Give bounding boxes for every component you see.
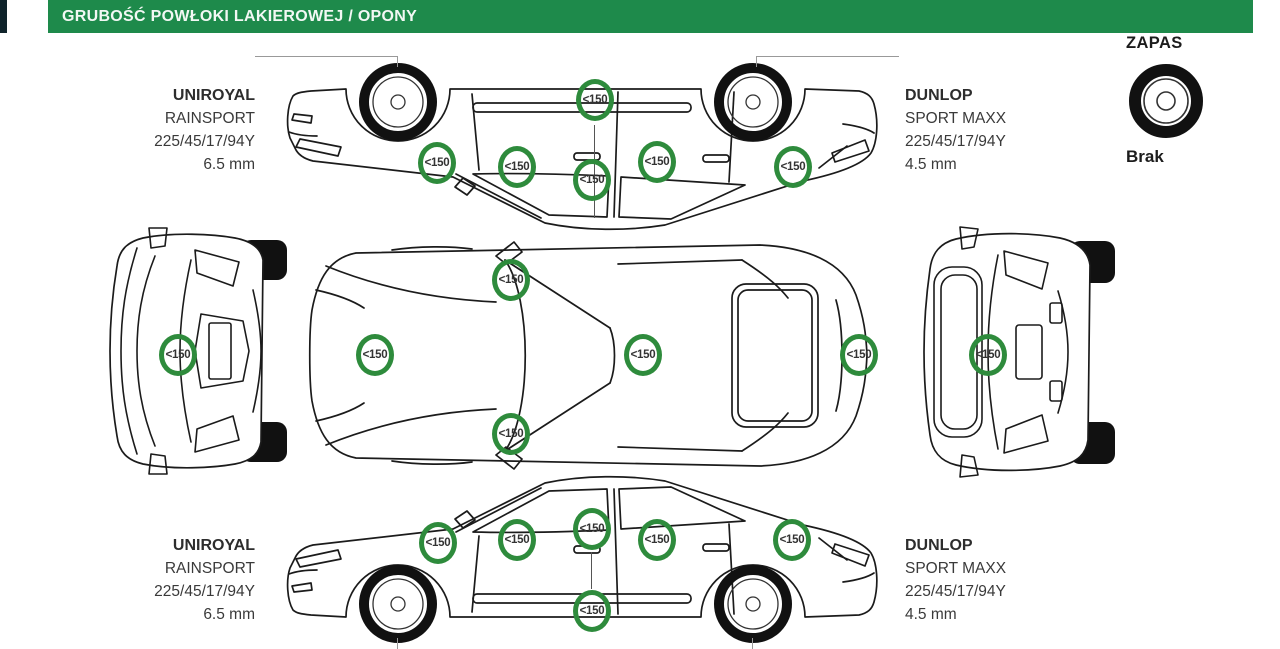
leader-line: [756, 56, 899, 57]
tire-tread-depth: 4.5 mm: [905, 606, 957, 623]
paint-measurement-value: <150: [579, 523, 605, 535]
paint-measurement-point: <150: [492, 259, 530, 301]
paint-measurement-value: <150: [846, 349, 872, 361]
paint-measurement-value: <150: [630, 349, 656, 361]
paint-measurement-value: <150: [424, 157, 450, 169]
tire-model: SPORT MAXX: [905, 560, 1007, 577]
leader-line: [752, 638, 753, 649]
tire-model: SPORT MAXX: [905, 110, 1007, 127]
paint-measurement-point: <150: [624, 334, 662, 376]
tire-brand: DUNLOP: [905, 87, 973, 104]
tire-brand: UNIROYAL: [172, 87, 255, 104]
paint-measurement-value: <150: [975, 349, 1001, 361]
tire-label-top-left: UNIROYAL RAINSPORT 225/45/17/94Y 6.5 mm: [85, 84, 255, 176]
paint-measurement-point: <150: [576, 79, 614, 121]
paint-measurement-point: <150: [573, 590, 611, 632]
tire-label-bottom-left: UNIROYAL RAINSPORT 225/45/17/94Y 6.5 mm: [85, 534, 255, 626]
paint-measurement-value: <150: [498, 428, 524, 440]
spare-tire-icon: [1129, 64, 1203, 138]
paint-measurement-value: <150: [362, 349, 388, 361]
paint-measurement-point: <150: [773, 519, 811, 561]
tire-label-top-right: DUNLOP SPORT MAXX 225/45/17/94Y 4.5 mm: [905, 84, 1006, 176]
paint-measurement-point: <150: [159, 334, 197, 376]
tire-brand: UNIROYAL: [172, 537, 255, 554]
corner-accent-strip: [0, 0, 7, 33]
car-rear-view: [923, 226, 1115, 478]
paint-measurement-point: <150: [498, 146, 536, 188]
paint-measurement-value: <150: [582, 94, 608, 106]
paint-measurement-value: <150: [644, 534, 670, 546]
spare-wheel-status: Brak: [1126, 147, 1164, 166]
paint-measurement-point: <150: [774, 146, 812, 188]
paint-measurement-point: <150: [498, 519, 536, 561]
tire-tread-depth: 4.5 mm: [905, 156, 957, 173]
paint-measurement-value: <150: [644, 156, 670, 168]
paint-measurement-value: <150: [498, 274, 524, 286]
paint-measurement-value: <150: [779, 534, 805, 546]
tire-label-bottom-right: DUNLOP SPORT MAXX 225/45/17/94Y 4.5 mm: [905, 534, 1006, 626]
paint-measurement-point: <150: [418, 142, 456, 184]
tire-tread-depth: 6.5 mm: [203, 606, 255, 623]
leader-line: [255, 56, 398, 57]
paint-measurement-point: <150: [419, 522, 457, 564]
paint-measurement-point: <150: [638, 519, 676, 561]
paint-measurement-value: <150: [425, 537, 451, 549]
measurement-stem: [591, 552, 592, 589]
paint-measurement-value: <150: [165, 349, 191, 361]
paint-measurement-point: <150: [356, 334, 394, 376]
paint-measurement-point: <150: [492, 413, 530, 455]
wheel: [359, 63, 792, 141]
paint-measurement-point: <150: [573, 508, 611, 550]
wheel: [359, 565, 792, 643]
tire-size: 225/45/17/94Y: [154, 133, 255, 150]
paint-measurement-value: <150: [504, 534, 530, 546]
leader-line: [397, 56, 398, 67]
spare-wheel-title: ZAPAS: [1126, 34, 1183, 52]
leader-line: [756, 56, 757, 67]
tire-model: RAINSPORT: [164, 110, 255, 127]
paint-measurement-point: <150: [638, 141, 676, 183]
paint-measurement-value: <150: [579, 605, 605, 617]
tire-brand: DUNLOP: [905, 537, 973, 554]
paint-measurement-value: <150: [780, 161, 806, 173]
paint-measurement-value: <150: [504, 161, 530, 173]
section-title: GRUBOŚĆ POWŁOKI LAKIEROWEJ / OPONY: [62, 7, 418, 25]
section-header: GRUBOŚĆ POWŁOKI LAKIEROWEJ / OPONY: [48, 0, 1253, 33]
paint-measurement-point: <150: [969, 334, 1007, 376]
spare-wheel-block: ZAPAS Brak: [1126, 34, 1210, 167]
tire-model: RAINSPORT: [164, 560, 255, 577]
tire-size: 225/45/17/94Y: [905, 133, 1006, 150]
tire-tread-depth: 6.5 mm: [203, 156, 255, 173]
tire-size: 225/45/17/94Y: [905, 583, 1006, 600]
tire-size: 225/45/17/94Y: [154, 583, 255, 600]
paint-measurement-point: <150: [840, 334, 878, 376]
leader-line: [397, 638, 398, 649]
paint-measurement-point: <150: [573, 159, 611, 201]
paint-measurement-value: <150: [579, 174, 605, 186]
